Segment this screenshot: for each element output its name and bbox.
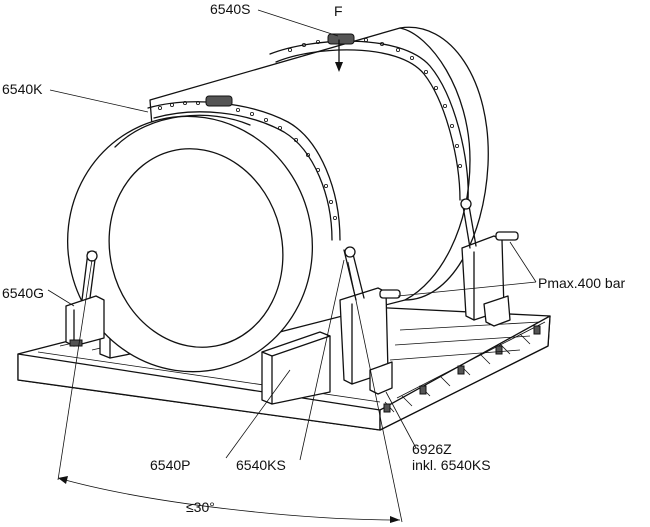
workpiece-cylinder <box>66 26 489 373</box>
label-cylinder-line1: 6926Z <box>412 441 452 457</box>
label-angle: ≤30° <box>186 499 215 515</box>
leader-lines <box>47 9 537 461</box>
label-force: F <box>334 3 343 19</box>
label-gripper: 6540G <box>2 285 44 301</box>
label-top-chain: 6540S <box>210 1 250 17</box>
label-chain-left: 6540K <box>2 81 43 97</box>
label-cylinder-line2: inkl. 6540KS <box>412 457 491 473</box>
support-pad-front <box>261 331 331 405</box>
force-arrow <box>335 39 343 72</box>
chain-strap-rear <box>269 33 469 201</box>
gripper-left <box>65 250 105 347</box>
tension-cylinder-rear <box>460 198 519 327</box>
label-tensioner: 6540KS <box>236 457 286 473</box>
chain-strap-front <box>147 95 341 241</box>
label-pressure: Pmax.400 bar <box>538 275 625 291</box>
angle-dimension <box>57 259 403 523</box>
label-pad: 6540P <box>150 457 190 473</box>
